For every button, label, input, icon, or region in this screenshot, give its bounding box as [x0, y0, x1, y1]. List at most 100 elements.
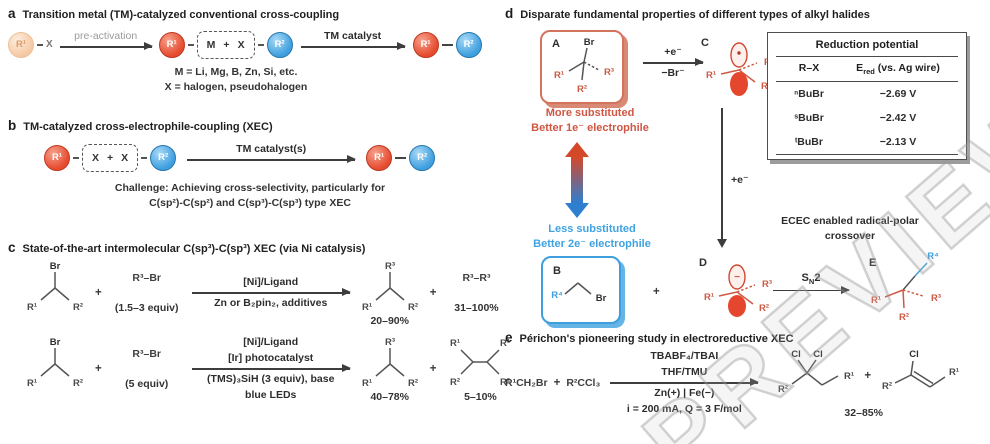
arrow-line	[191, 288, 351, 296]
svg-text:R²: R²	[450, 377, 460, 388]
svg-text:R²: R²	[759, 303, 769, 314]
reaction-scheme-a: R¹ X pre-activation R¹ M + X R² TM catal…	[8, 30, 498, 60]
yield-label: 40–78%	[370, 391, 409, 403]
radical-dot	[737, 51, 741, 55]
svg-text:R²: R²	[778, 384, 788, 395]
arrow-line	[191, 364, 351, 372]
panel-d-title: d Disparate fundamental properties of di…	[505, 6, 987, 21]
plus-sign: +	[95, 287, 102, 299]
svg-text:R¹: R¹	[27, 378, 37, 389]
panel-heading: State-of-the-art intermolecular C(sp³)-C…	[22, 243, 366, 255]
svg-text:R¹: R¹	[554, 70, 564, 81]
homocoupled-dimer: R¹ R¹ R² R²	[450, 338, 510, 388]
svg-text:R¹: R¹	[844, 371, 854, 382]
alkylated-product: R³ R¹ R²	[362, 337, 418, 389]
svg-text:R²: R²	[899, 312, 909, 323]
panel-c: c State-of-the-art intermolecular C(sp³)…	[8, 240, 510, 403]
reagent-column: R³–Br (1.5–3 equiv)	[114, 272, 179, 314]
svg-text:Br: Br	[50, 261, 61, 272]
panel-heading: Transition metal (TM)-catalyzed conventi…	[22, 9, 340, 21]
svg-text:R²: R²	[73, 302, 83, 313]
panel-letter: b	[8, 118, 17, 133]
plus-sign: +	[864, 370, 872, 382]
reactant-1: R¹CH₂Br	[505, 377, 548, 389]
product-e-structure: E R⁴ R¹ R³ R²	[869, 251, 941, 323]
bond	[257, 44, 264, 46]
svg-text:R²: R²	[882, 381, 892, 392]
svg-text:R¹: R¹	[706, 70, 716, 81]
gradient-shaft	[571, 157, 583, 203]
halide-x-label: X	[46, 39, 53, 51]
svg-text:R¹: R¹	[500, 338, 510, 349]
ecec-crossover-label: ECEC enabled radical-polar crossover	[781, 215, 919, 242]
yield-label: 20–90%	[370, 315, 409, 327]
svg-text:A: A	[552, 38, 560, 50]
panel-e: e Périchon's pioneering study in electro…	[505, 330, 987, 419]
svg-text:R³: R³	[931, 293, 941, 304]
arrow-line	[59, 42, 153, 50]
svg-text:R¹: R¹	[362, 378, 372, 389]
svg-text:D: D	[699, 257, 707, 269]
preactivation-arrow: pre-activation	[59, 30, 153, 60]
ni-arrow-1: [Ni]/Ligand Zn or B₂pin₂, additives	[191, 276, 351, 310]
plus-sign: +	[95, 363, 102, 375]
panel-c-title: c State-of-the-art intermolecular C(sp³)…	[8, 240, 498, 255]
svg-text:R²: R²	[408, 378, 418, 389]
svg-text:R²: R²	[73, 378, 83, 389]
vinyl-chloride-product: Cl R² R¹	[882, 349, 959, 392]
svg-text:R⁴: R⁴	[927, 251, 939, 262]
second-electron-label: +e⁻	[731, 174, 749, 186]
plus-sign: +	[429, 287, 437, 299]
plus-sign: +	[429, 363, 437, 375]
bond	[73, 157, 79, 159]
filled-orbital-lobe	[728, 295, 746, 317]
byproduct-column: R³–R³ 31–100%	[454, 272, 499, 314]
box-a-tertiary-bromide: A Br R¹ R³ R²	[540, 30, 624, 104]
svg-text:B: B	[553, 265, 561, 277]
bond	[395, 157, 407, 159]
bond	[441, 44, 453, 46]
svg-text:R¹: R¹	[871, 295, 881, 306]
panel-letter: d	[505, 6, 514, 21]
svg-text:−: −	[734, 272, 740, 283]
carbanion-d-structure: D − R¹ R³ R²	[699, 257, 772, 317]
more-substituted-label: More substituted Better 1e⁻ electrophile	[531, 107, 649, 135]
legend-note: M = Li, Mg, B, Zn, Si, etc. X = halogen,…	[164, 65, 308, 94]
alkyl-bromide-structure: Br R¹ R²	[22, 259, 88, 327]
table-title: Reduction potential	[815, 39, 919, 51]
panel-heading: Disparate fundamental properties of diff…	[520, 9, 870, 21]
reagent-column: R³–Br (5 equiv)	[125, 348, 169, 390]
electrolysis-arrow: TBABF₄/TBAI THF/TMU Zn(+) | Fe(−) i = 20…	[610, 350, 760, 416]
box-b-primary-bromide: B R⁴ Br	[541, 256, 621, 324]
tm-catalyst-arrow: TM catalyst	[300, 30, 406, 60]
products-group: Cl Cl R² R¹ + Cl	[768, 347, 959, 419]
plus-sign: +	[553, 377, 561, 389]
table-row: ˢBuBr −2.42 V	[794, 112, 917, 125]
r1-circle-faded: R¹	[8, 31, 34, 58]
panel-letter: a	[8, 6, 16, 21]
arrow-line	[187, 155, 357, 163]
tm-catalysts-arrow: TM catalyst(s)	[187, 143, 357, 173]
r2-circle: R²	[409, 144, 436, 171]
table-header: R–X Ered (vs. Ag wire)	[798, 62, 940, 77]
svg-text:R⁴: R⁴	[551, 290, 563, 301]
r1-circle: R¹	[158, 31, 185, 58]
svg-text:R³: R³	[762, 279, 772, 290]
r1-circle: R¹	[412, 31, 439, 58]
metal-halide-dashed-box: M + X	[196, 30, 255, 59]
r1-circle: R¹	[44, 144, 70, 171]
electron-transfer-arrow: +e⁻ −Br⁻	[643, 46, 704, 80]
r2-circle: R²	[455, 31, 482, 58]
svg-text:R¹: R¹	[450, 338, 460, 349]
arrow-line	[773, 286, 850, 294]
ni-ir-arrow: [Ni]/Ligand [Ir] photocatalyst (TMS)₃SiH…	[191, 336, 351, 402]
bond	[37, 44, 43, 46]
arrowhead-up	[565, 142, 589, 157]
xec-scheme-row2: Br R¹ R² + R³–Br (5 equiv) [Ni]/Ligand […	[22, 335, 510, 403]
r2-circle: R²	[266, 31, 293, 58]
challenge-note: Challenge: Achieving cross-selectivity, …	[114, 181, 386, 210]
substitution-gradient-arrow	[565, 142, 589, 218]
svg-text:R¹: R¹	[704, 292, 714, 303]
svg-text:R¹: R¹	[949, 367, 959, 378]
